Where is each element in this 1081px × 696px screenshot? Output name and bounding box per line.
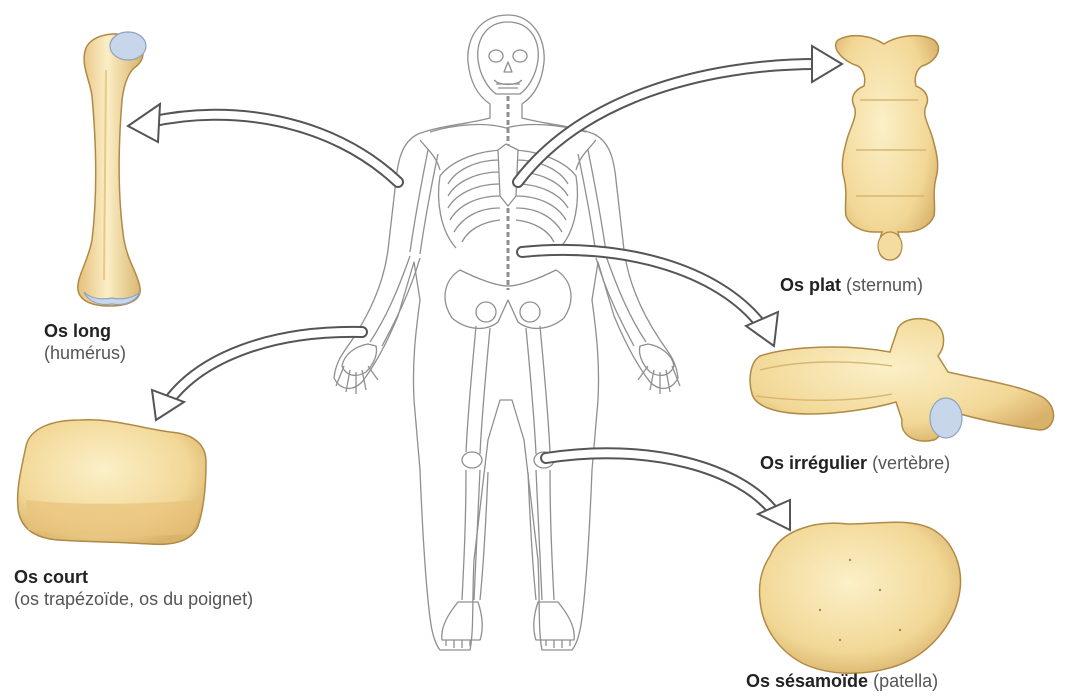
arrow-to-irregular-bone — [522, 250, 778, 346]
skull — [478, 22, 539, 94]
humerus-right — [578, 150, 606, 254]
patella-left — [462, 452, 482, 468]
femur-left — [466, 326, 490, 454]
short-bone-label: Os court (os trapézoïde, os du poignet) — [14, 566, 253, 610]
humerus-illustration — [78, 32, 146, 306]
foot-left — [442, 602, 482, 640]
short-bone-example: (os trapézoïde, os du poignet) — [14, 589, 253, 609]
flat-bone-name: Os plat — [780, 275, 841, 295]
cartilage-head — [110, 32, 146, 60]
hand-right — [638, 344, 680, 394]
sternum-illustration — [836, 36, 939, 260]
sesamoid-bone-label: Os sésamoïde (patella) — [746, 670, 938, 692]
femur-right — [526, 326, 550, 454]
arrow-to-sesamoid-bone — [546, 453, 790, 530]
flat-bone-example: (sternum) — [846, 275, 923, 295]
tibia-right — [528, 470, 554, 600]
irregular-bone-example: (vertèbre) — [872, 453, 950, 473]
irregular-bone-name: Os irrégulier — [760, 453, 867, 473]
arrow-to-long-bone — [128, 104, 398, 182]
skeleton-figure — [334, 15, 680, 650]
patella-illustration — [759, 522, 960, 673]
long-bone-name: Os long — [44, 321, 111, 341]
forearm-left — [370, 256, 420, 346]
short-bone-name: Os court — [14, 567, 88, 587]
long-bone-example: (humérus) — [44, 343, 126, 363]
vertebra-illustration — [750, 319, 1053, 441]
arrow-to-flat-bone — [518, 46, 842, 182]
tibia-left — [462, 470, 488, 600]
long-bone-label: Os long (humérus) — [44, 320, 126, 364]
cartilage-facet — [930, 398, 962, 438]
pelvis — [445, 270, 571, 328]
humerus-left — [410, 150, 438, 254]
flat-bone-label: Os plat (sternum) — [780, 274, 923, 296]
irregular-bone-label: Os irrégulier (vertèbre) — [760, 452, 950, 474]
trapezoid-illustration — [18, 420, 206, 545]
sesamoid-bone-name: Os sésamoïde — [746, 671, 868, 691]
arrow-to-short-bone — [152, 332, 362, 420]
sesamoid-bone-example: (patella) — [873, 671, 938, 691]
